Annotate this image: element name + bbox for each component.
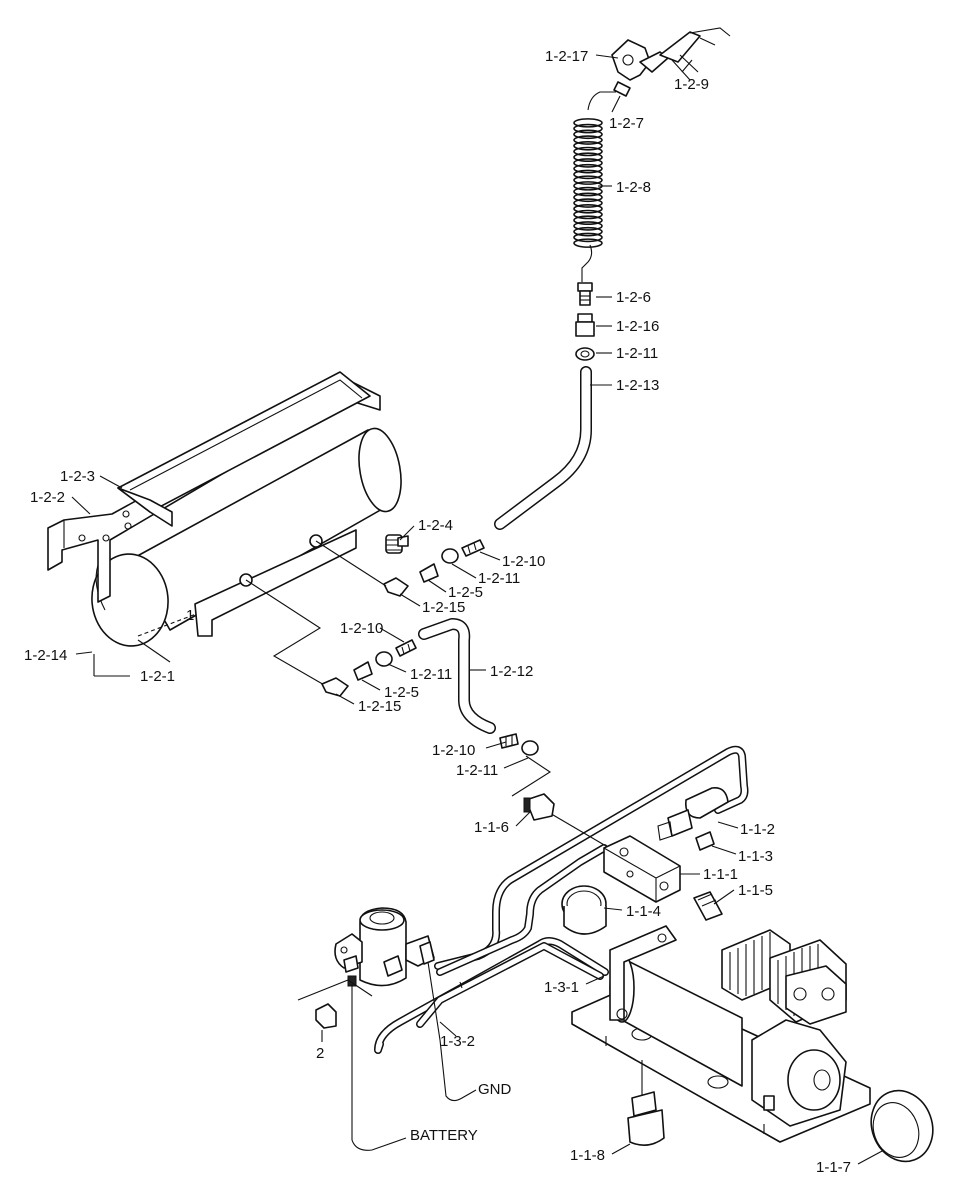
label-1-1-7: 1-1-7 xyxy=(816,1159,851,1176)
air-lines xyxy=(374,745,749,1054)
coil-loop xyxy=(573,203,603,214)
label-1-2-15-b: 1-2-15 xyxy=(358,698,401,715)
coil-loop xyxy=(573,215,603,226)
coil-loop xyxy=(573,232,603,243)
coil-loop xyxy=(573,152,603,163)
label-1-2-10-b: 1-2-10 xyxy=(340,620,383,637)
label-1-2-3: 1-2-3 xyxy=(60,468,95,485)
coil-loop xyxy=(573,158,603,168)
label-1-1-2: 1-1-2 xyxy=(740,821,775,838)
tank-fittings xyxy=(245,534,485,687)
coil-loop xyxy=(573,169,603,180)
label-1-2-12: 1-2-12 xyxy=(490,663,533,680)
label-1-2-7: 1-2-7 xyxy=(609,115,644,132)
coil-loop xyxy=(573,163,603,174)
label-1-2-5-b: 1-2-5 xyxy=(384,684,419,701)
label-1-2-11-top: 1-2-11 xyxy=(616,345,658,362)
callout-labels: 1-2-17 1-2-9 1-2-7 1-2-8 1-2-6 1-2-16 1-… xyxy=(24,48,851,1176)
label-1-2-4: 1-2-4 xyxy=(418,517,453,534)
label-1-2-13: 1-2-13 xyxy=(616,377,659,394)
coil-loop xyxy=(573,226,603,237)
label-2: 2 xyxy=(316,1045,324,1062)
label-1-2-17: 1-2-17 xyxy=(545,48,588,65)
label-1-2-11-b: 1-2-11 xyxy=(410,666,452,683)
coil-loop xyxy=(573,118,603,128)
label-1-1-4: 1-1-4 xyxy=(626,903,661,920)
coil-loop xyxy=(573,140,603,151)
label-1-3-1: 1-3-1 xyxy=(544,979,579,996)
label-1-2-14: 1-2-14 xyxy=(24,647,67,664)
svg-text:1: 1 xyxy=(186,607,194,624)
label-1-1-3: 1-1-3 xyxy=(738,848,773,865)
label-battery: BATTERY xyxy=(410,1127,478,1144)
middle-hose-assembly xyxy=(321,618,552,797)
label-1-2-9: 1-2-9 xyxy=(674,76,709,93)
label-1-2-6: 1-2-6 xyxy=(616,289,651,306)
air-chuck-assembly xyxy=(587,27,731,111)
label-1-2-11-c: 1-2-11 xyxy=(456,762,498,779)
manifold-and-switch xyxy=(523,786,729,935)
coil-loop xyxy=(573,129,603,140)
compressor-unit xyxy=(571,925,934,1163)
label-1-2-10-c: 1-2-10 xyxy=(432,742,475,759)
coil-loop xyxy=(573,192,603,203)
coil-loop xyxy=(573,123,603,134)
label-1-2-5-a: 1-2-5 xyxy=(448,584,483,601)
label-1-2-15-a: 1-2-15 xyxy=(422,599,465,616)
label-1-1-6: 1-1-6 xyxy=(474,819,509,836)
label-1-2-8: 1-2-8 xyxy=(616,179,651,196)
coil-hose-fittings xyxy=(494,244,595,530)
label-1-2-11-a: 1-2-11 xyxy=(478,570,520,587)
label-1-2-2: 1-2-2 xyxy=(30,489,65,506)
coil-hose xyxy=(573,118,603,248)
coil-loop xyxy=(573,209,603,220)
leader-lines xyxy=(71,54,885,1165)
label-1-3-2: 1-3-2 xyxy=(440,1033,475,1050)
label-1-2-1: 1-2-1 xyxy=(140,668,175,685)
coil-loop xyxy=(573,186,603,197)
coil-loop xyxy=(573,175,603,185)
label-1-1-1: 1-1-1 xyxy=(703,866,738,883)
coil-loop xyxy=(573,146,603,157)
coil-loop xyxy=(573,135,603,145)
air-tank: 1 xyxy=(47,371,402,647)
label-gnd: GND xyxy=(478,1081,512,1098)
label-1-2-16: 1-2-16 xyxy=(616,318,659,335)
coil-loop xyxy=(573,198,603,208)
label-1-1-8: 1-1-8 xyxy=(570,1147,605,1164)
coil-loop xyxy=(573,221,603,231)
relay-solenoid xyxy=(297,907,477,1151)
label-1-1-5: 1-1-5 xyxy=(738,882,773,899)
label-1-2-10-a: 1-2-10 xyxy=(502,553,545,570)
coil-loop xyxy=(573,238,603,248)
